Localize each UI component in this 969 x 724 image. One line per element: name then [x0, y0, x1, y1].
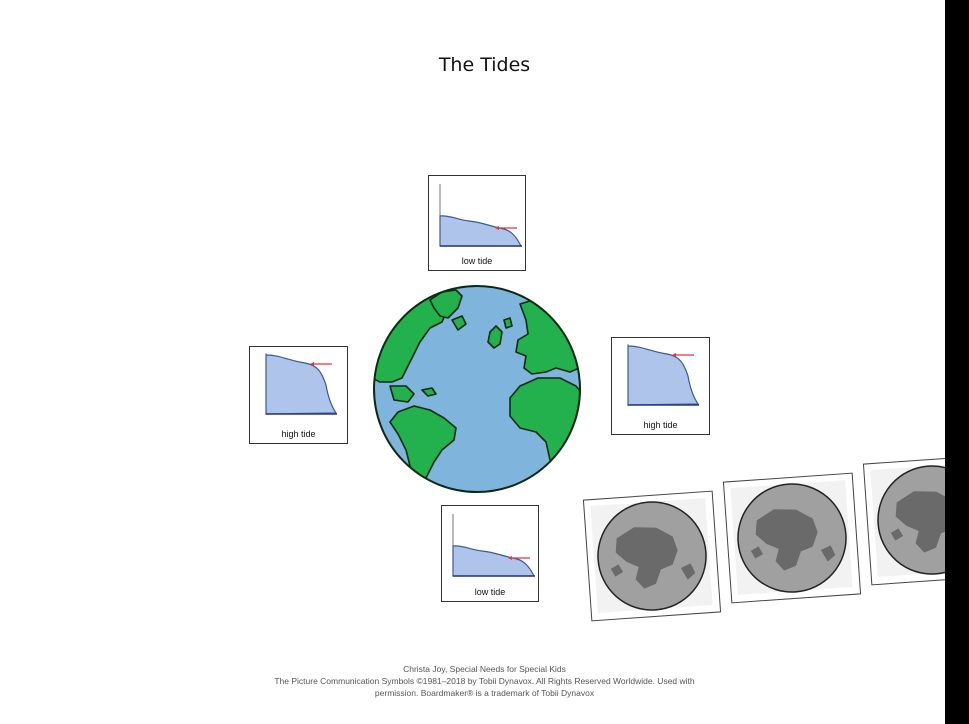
credits-footer: Christa Joy, Special Needs for Special K…	[0, 663, 945, 699]
page-title: The Tides	[438, 54, 531, 76]
high-tide-card-right: high tide	[611, 337, 710, 435]
low-tide-label: low tide	[461, 256, 493, 266]
moon-card	[722, 472, 862, 604]
moon-card	[582, 490, 722, 622]
moon-icon	[590, 498, 713, 613]
low-tide-card-bottom: low tide	[441, 505, 539, 602]
low-tide-card-top: low tide	[428, 175, 526, 271]
earth-icon	[373, 285, 581, 493]
high-tide-label: high tide	[643, 420, 678, 430]
low-tide-graph-icon	[452, 514, 535, 577]
credit-copyright: The Picture Communication Symbols ©1981–…	[274, 676, 695, 686]
worksheet-page: The Tides low tide high tide	[0, 0, 945, 724]
moon-card	[862, 454, 945, 586]
credit-trademark: permission. Boardmaker® is a trademark o…	[374, 688, 595, 698]
high-tide-graph-icon	[627, 344, 700, 406]
low-tide-graph-icon	[439, 184, 522, 247]
high-tide-graph-icon	[265, 353, 338, 415]
credit-author: Christa Joy, Special Needs for Special K…	[403, 664, 566, 674]
high-tide-card-left: high tide	[249, 346, 348, 444]
high-tide-label: high tide	[281, 429, 316, 439]
moon-icon	[870, 462, 945, 577]
low-tide-label: low tide	[474, 587, 506, 597]
moon-icon	[730, 480, 853, 595]
